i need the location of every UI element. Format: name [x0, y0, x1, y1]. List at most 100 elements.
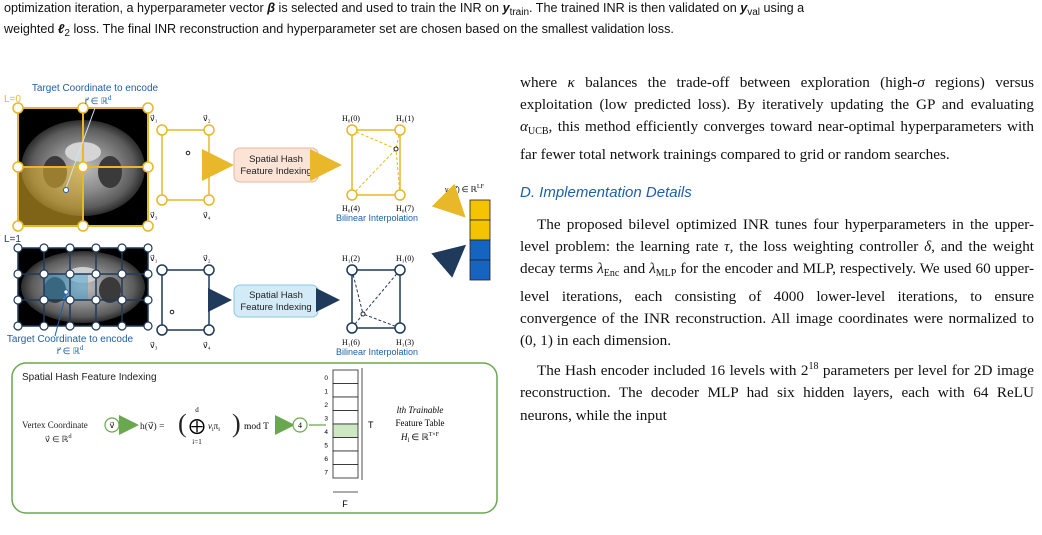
grid-vertex	[39, 321, 49, 331]
hash-box-top: Spatial Hash Feature Indexing	[233, 147, 319, 183]
target-pointer-top	[65, 107, 96, 189]
feature-table-index: 2	[324, 402, 328, 409]
target-label-top: Target Coordinate to encode	[32, 83, 159, 94]
grid-vertex	[65, 243, 75, 253]
svg-text:v⃗₄: v⃗₄	[203, 211, 211, 220]
grid-vertex	[39, 295, 49, 305]
figure-caption: optimization iteration, a hyperparameter…	[4, 0, 1038, 42]
svg-text:Hl ∈ ℝT×F: Hl ∈ ℝT×F	[400, 432, 440, 444]
grid-vertex	[13, 269, 23, 279]
paragraph-hash-encoder: The Hash encoder included 16 levels with…	[520, 361, 1035, 424]
grid-vertex	[143, 295, 153, 305]
grid-vertex	[65, 321, 75, 331]
feature-table-row	[332, 410, 359, 425]
grid-vertex	[13, 295, 23, 305]
feature-table-row	[332, 423, 359, 438]
grid-vertex	[143, 269, 153, 279]
interp-square-level-1	[346, 264, 406, 334]
svg-text:i=1: i=1	[192, 438, 202, 446]
interp-square-level-0	[346, 124, 406, 201]
mri-image-level-1	[18, 248, 148, 326]
bilinear-label-bottom: Bilinear Interpolation	[336, 347, 418, 357]
feature-table-index: 5	[324, 443, 328, 450]
grid-vertices-level-0	[12, 102, 154, 232]
caption-line-2: weighted ℓ2 loss. The final INR reconstr…	[4, 22, 674, 39]
feature-table-index: 0	[324, 375, 328, 382]
hash-box-bottom: Spatial Hash Feature Indexing	[233, 284, 319, 318]
level-1-panel: L=1 Target Coordinate to encode r⃗ ∈ ℝd …	[4, 234, 418, 357]
grid-vertices-level-1	[13, 243, 153, 331]
svg-text:r⃗ ∈ ℝd: r⃗ ∈ ℝd	[56, 344, 84, 356]
svg-text:v⃗₂: v⃗₂	[203, 254, 211, 263]
svg-text:H₀(4): H₀(4)	[342, 204, 360, 213]
svg-text:H₀(1): H₀(1)	[396, 114, 414, 123]
grid-vertex	[13, 321, 23, 331]
paragraph-hyperparams: The proposed bilevel optimized INR tunes…	[520, 216, 1035, 350]
grid-vertex	[91, 321, 101, 331]
grid-vertex	[65, 269, 75, 279]
feature-table-row	[332, 437, 359, 452]
cell-square-level-1	[156, 264, 215, 336]
feature-table-row	[332, 464, 359, 479]
svg-text:lth Trainable: lth Trainable	[397, 405, 444, 415]
caption-line-1: optimization iteration, a hyperparameter…	[4, 1, 805, 18]
cell-square-level-0	[156, 124, 215, 206]
svg-text:h(v⃗) =: h(v⃗) =	[140, 421, 164, 432]
inset-title: Spatial Hash Feature Indexing	[22, 372, 157, 383]
grid-vertex	[117, 295, 127, 305]
grid-vertex	[13, 243, 23, 253]
svg-text:): )	[232, 409, 241, 438]
grid-vertex	[39, 269, 49, 279]
feature-table-row	[332, 369, 359, 384]
grid-vertex	[117, 243, 127, 253]
hash-encoding-figure: L=0 Target Coordinate to encode r⃗ ∈ ℝd …	[0, 80, 510, 535]
svg-text:d: d	[195, 406, 199, 414]
svg-text:(: (	[178, 409, 187, 438]
level-0-panel: L=0 Target Coordinate to encode r⃗ ∈ ℝd …	[4, 83, 418, 232]
svg-text:H₀(0): H₀(0)	[342, 114, 360, 123]
svg-text:H₁(3): H₁(3)	[396, 338, 414, 347]
hash-indexing-inset: Spatial Hash Feature Indexing Vertex Coo…	[11, 362, 498, 514]
f-axis-label: F	[342, 499, 348, 509]
grid-vertex	[65, 295, 75, 305]
svg-text:Feature Indexing: Feature Indexing	[240, 166, 311, 177]
svg-text:Vertex Coordinate: Vertex Coordinate	[22, 420, 88, 430]
feature-table-index: 4	[324, 429, 328, 436]
target-label-bottom: Target Coordinate to encode	[7, 334, 134, 345]
grid-vertex	[91, 269, 101, 279]
grid-vertex	[143, 321, 153, 331]
feature-table-row	[332, 383, 359, 398]
svg-text:v⃗₃: v⃗₃	[150, 341, 158, 350]
level-label-0: L=0	[4, 94, 21, 105]
svg-text:Feature Indexing: Feature Indexing	[240, 302, 311, 313]
svg-text:v⃗₃: v⃗₃	[150, 211, 158, 220]
svg-text:4: 4	[298, 421, 302, 430]
svg-text:viπi: viπi	[208, 421, 220, 433]
feature-table-row	[332, 396, 359, 411]
beta-symbol: β	[267, 1, 276, 15]
svg-text:H₁(2): H₁(2)	[342, 254, 360, 263]
svg-text:v⃗₄: v⃗₄	[203, 341, 211, 350]
grid-vertex	[91, 295, 101, 305]
svg-text:H₁(6): H₁(6)	[342, 338, 360, 347]
bilinear-label-top: Bilinear Interpolation	[336, 213, 418, 223]
svg-text:r⃗ ∈ ℝd: r⃗ ∈ ℝd	[84, 94, 112, 106]
feature-table-index: 7	[324, 470, 328, 477]
feature-table-row	[332, 450, 359, 465]
grid-vertex	[91, 243, 101, 253]
section-heading: D. Implementation Details	[520, 183, 692, 201]
svg-text:v⃗₂: v⃗₂	[203, 114, 211, 123]
feature-table-index: 6	[324, 456, 328, 463]
svg-text:H₁(0): H₁(0)	[396, 254, 414, 263]
svg-text:γθ(r⃗) ∈ ℝLF: γθ(r⃗) ∈ ℝLF	[445, 184, 485, 196]
feature-table-index: 3	[324, 416, 328, 423]
grid-vertex	[143, 243, 153, 253]
svg-text:v⃗₁: v⃗₁	[150, 254, 158, 263]
grid-vertex	[117, 321, 127, 331]
svg-text:mod T: mod T	[244, 422, 269, 432]
paragraph-ucb: where κ balances the trade-off between e…	[520, 74, 1034, 163]
target-point-top	[63, 187, 69, 193]
svg-text:v⃗ ∈ ℝd: v⃗ ∈ ℝd	[45, 433, 73, 444]
output-feature-vector: γθ(r⃗) ∈ ℝLF	[431, 183, 491, 281]
